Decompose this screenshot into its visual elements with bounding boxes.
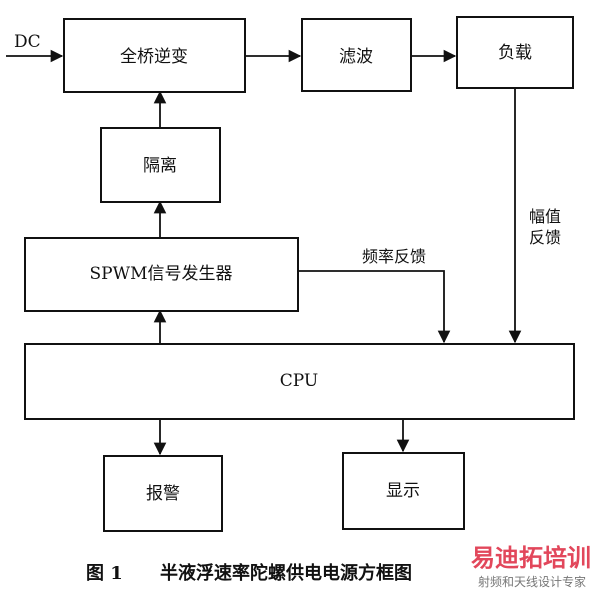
connections xyxy=(6,49,522,456)
spwm-block: SPWM信号发生器 xyxy=(24,237,299,312)
filter-label: 滤波 xyxy=(339,47,373,67)
load-label: 负载 xyxy=(498,43,532,63)
figure-caption: 半液浮速率陀螺供电电源方框图 xyxy=(160,562,412,584)
display-label: 显示 xyxy=(386,481,420,501)
amplitude-feedback-label-line2: 反馈 xyxy=(529,228,561,247)
display-block: 显示 xyxy=(342,452,465,530)
watermark-sub: 射频和天线设计专家 xyxy=(478,574,586,589)
watermark-main: 易迪拓培训 xyxy=(471,544,590,572)
figure-number: 图 1 xyxy=(86,563,123,584)
isolation-label: 隔离 xyxy=(143,156,177,176)
dc-label: DC xyxy=(14,32,41,52)
load-block: 负载 xyxy=(456,16,574,89)
filter-block: 滤波 xyxy=(301,18,412,92)
watermark: 易迪拓培训 射频和天线设计专家 xyxy=(471,544,590,589)
frequency-feedback-label: 频率反馈 xyxy=(362,247,426,266)
frequency-feedback-arrow xyxy=(298,270,451,344)
inverter-label: 全桥逆变 xyxy=(120,47,188,67)
alarm-label: 报警 xyxy=(146,484,180,504)
spwm-label: SPWM信号发生器 xyxy=(90,264,233,284)
amplitude-feedback-label-line1: 幅值 xyxy=(529,207,561,226)
inverter-block: 全桥逆变 xyxy=(63,18,246,93)
alarm-block: 报警 xyxy=(103,455,223,532)
isolation-block: 隔离 xyxy=(100,127,221,203)
cpu-label: CPU xyxy=(280,371,318,391)
cpu-block: CPU xyxy=(24,343,575,420)
